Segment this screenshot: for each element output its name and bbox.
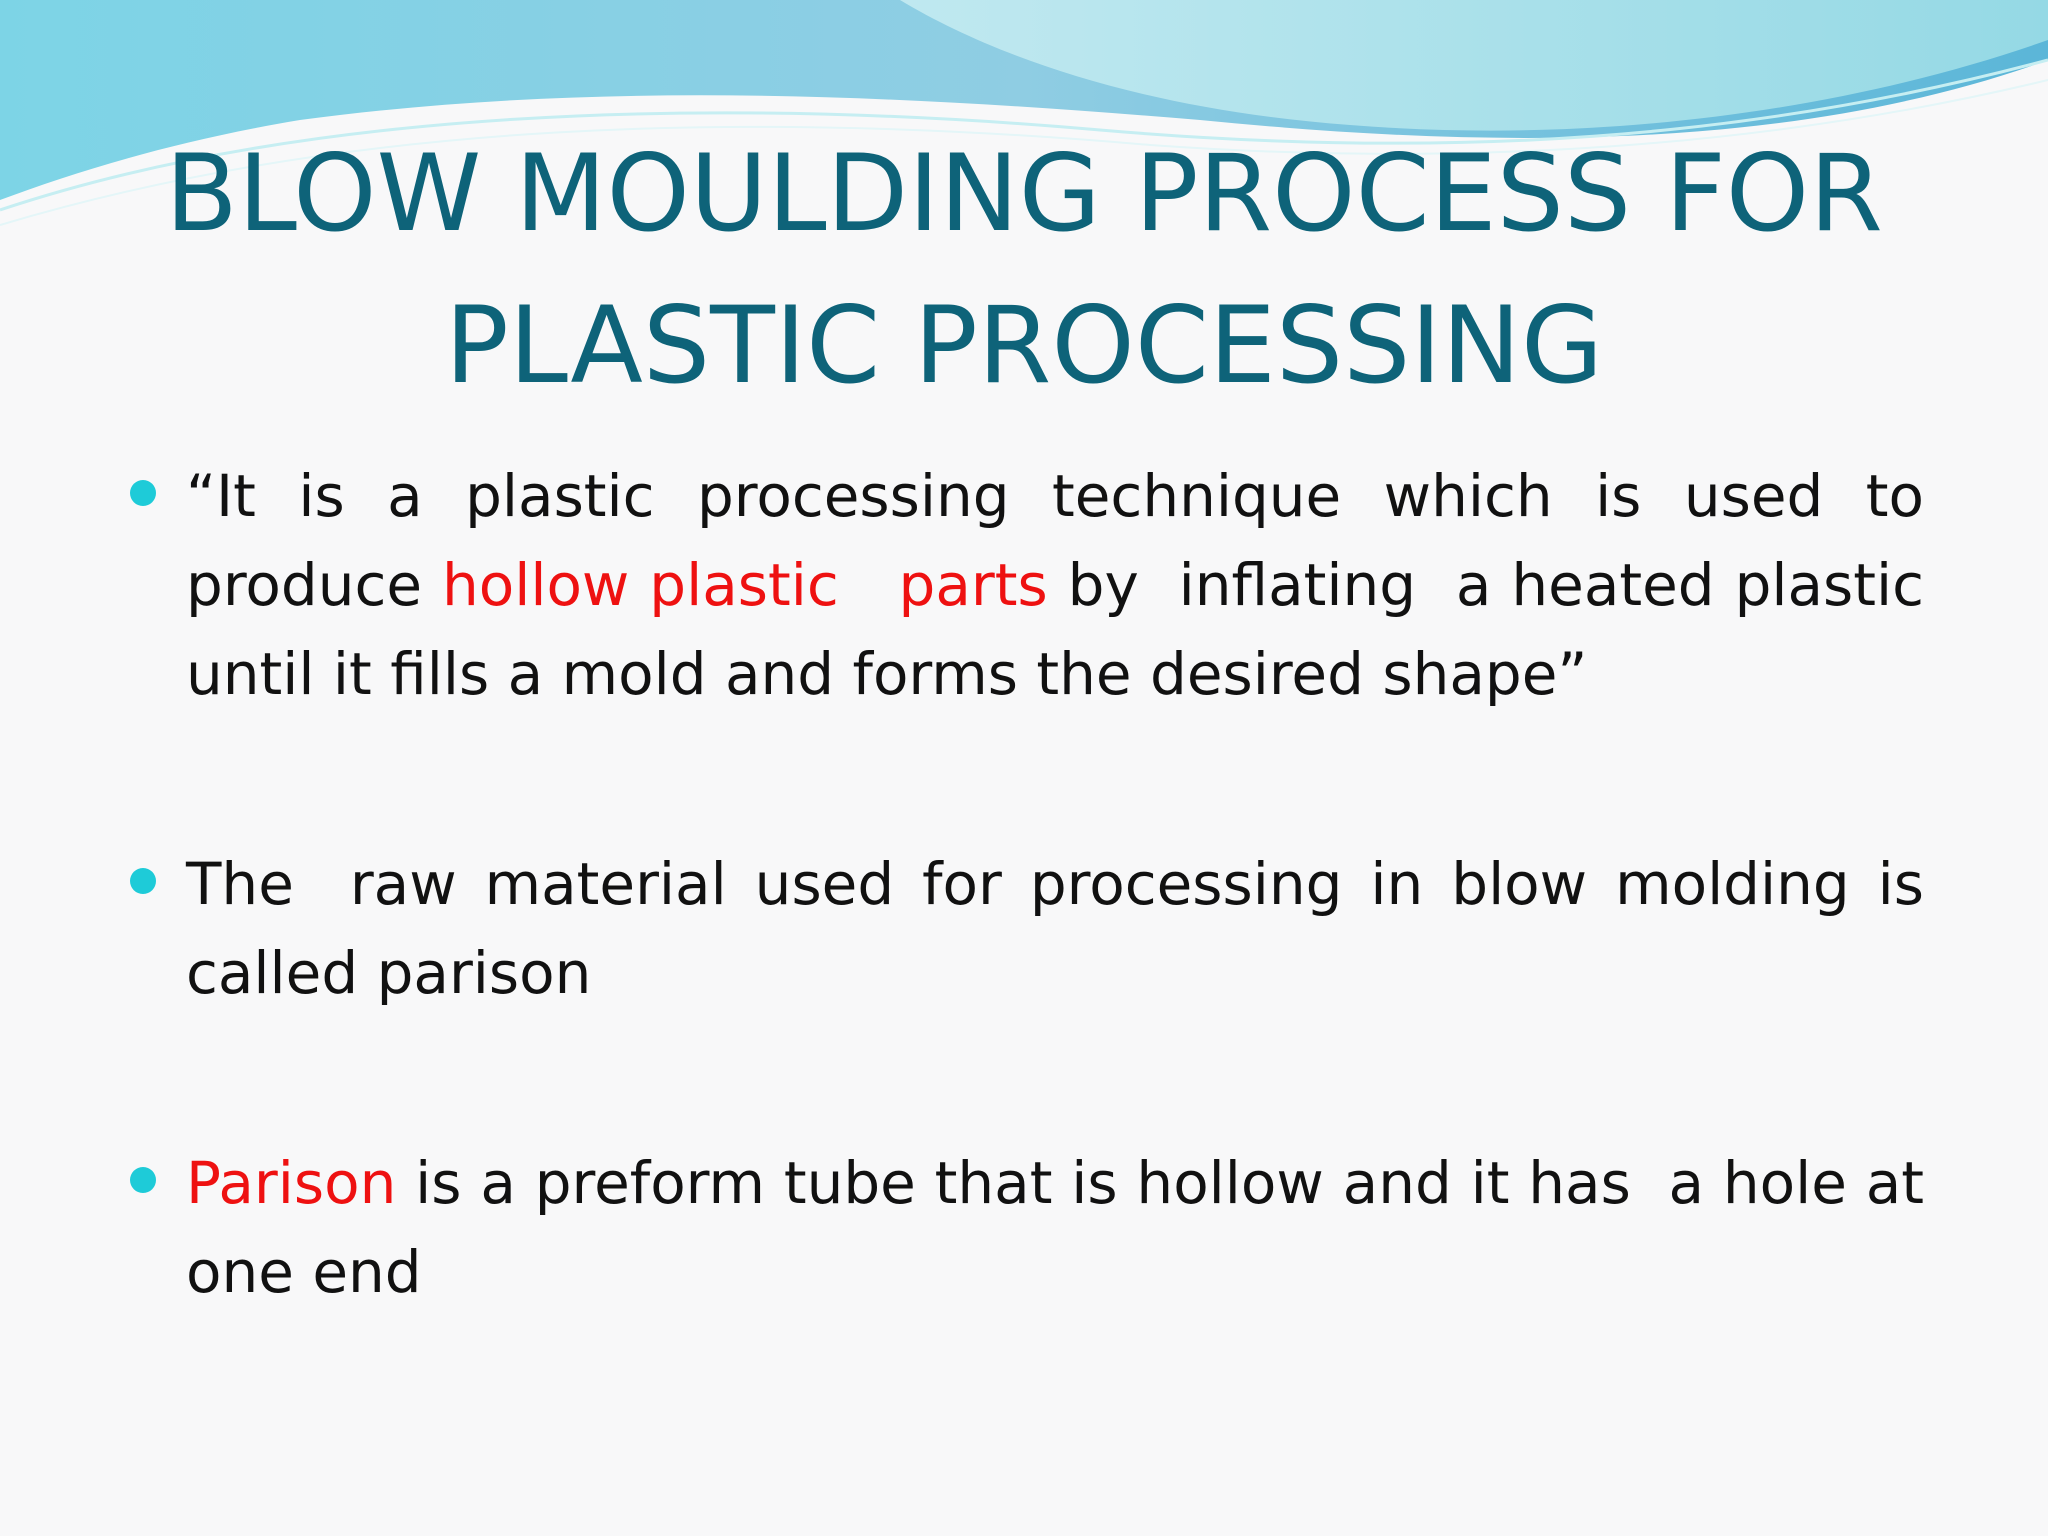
bullet-list: “It is a plastic processing technique wh… — [130, 452, 1924, 1317]
bullet-text-continued: by inflating a heated plastic until it f… — [186, 551, 1943, 708]
bullet-highlight: Parison — [186, 1149, 397, 1217]
slide-title-line-1: BLOW MOULDING PROCESS FOR — [165, 132, 1883, 255]
bullet-text-continued: is a preform tube that is hollow and it … — [186, 1149, 1943, 1306]
bullet-dot-icon — [130, 1167, 156, 1193]
bullet-dot-icon — [130, 868, 156, 894]
slide-title-line-2: PLASTIC PROCESSING — [444, 284, 1604, 407]
bullet-highlight: hollow plastic parts — [441, 551, 1048, 619]
bullet-text: “It is a plastic processing technique wh… — [186, 462, 1924, 619]
slide-title: BLOW MOULDING PROCESS FOR PLASTIC PROCES… — [100, 118, 1948, 422]
bullet-text: The raw material used for processing in … — [186, 850, 1943, 1007]
bullet-item-raw-material: The raw material used for processing in … — [130, 840, 1924, 1018]
header-wave-decoration — [0, 0, 2048, 226]
bullet-item-definition: “It is a plastic processing technique wh… — [130, 452, 1924, 719]
bullet-item-parison: Parison is a preform tube that is hollow… — [130, 1139, 1924, 1317]
bullet-dot-icon — [130, 480, 156, 506]
